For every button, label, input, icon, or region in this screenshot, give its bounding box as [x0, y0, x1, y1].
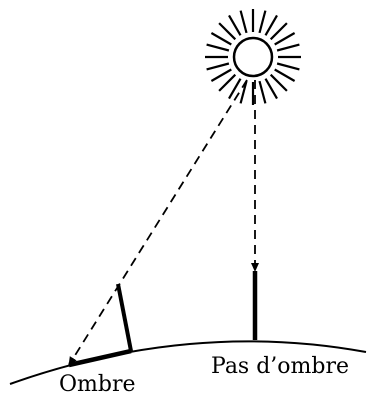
sun-ray [264, 78, 278, 100]
sun-icon [205, 9, 301, 105]
sun-ray [206, 43, 230, 52]
sun-ray [276, 62, 300, 71]
sun-ray [264, 14, 278, 36]
oblique-sun-ray [68, 79, 248, 366]
sun-ray [210, 32, 232, 46]
sun-ray [274, 32, 296, 46]
sun-ray [269, 22, 288, 41]
sun-ray [206, 62, 230, 71]
sun-ray [218, 73, 237, 92]
sun-ray [258, 80, 267, 104]
sun-ray [210, 68, 232, 82]
sun-ray [276, 43, 300, 52]
sun-ray [274, 68, 296, 82]
shadow-segment [68, 348, 132, 368]
sun-ray [228, 14, 242, 36]
sun-ray [239, 10, 248, 34]
ground-curve [9, 340, 367, 385]
sun-rays [205, 9, 301, 105]
sun-disk [232, 36, 274, 78]
sun-ray [228, 78, 242, 100]
no-shadow-label: Pas d’ombre [211, 354, 349, 379]
shadow-label: Ombre [59, 372, 136, 396]
sun-ray [218, 22, 237, 41]
sun-ray [239, 80, 248, 104]
sun-ray [269, 73, 288, 92]
left-pole [116, 283, 133, 352]
sun-ray [258, 10, 267, 34]
